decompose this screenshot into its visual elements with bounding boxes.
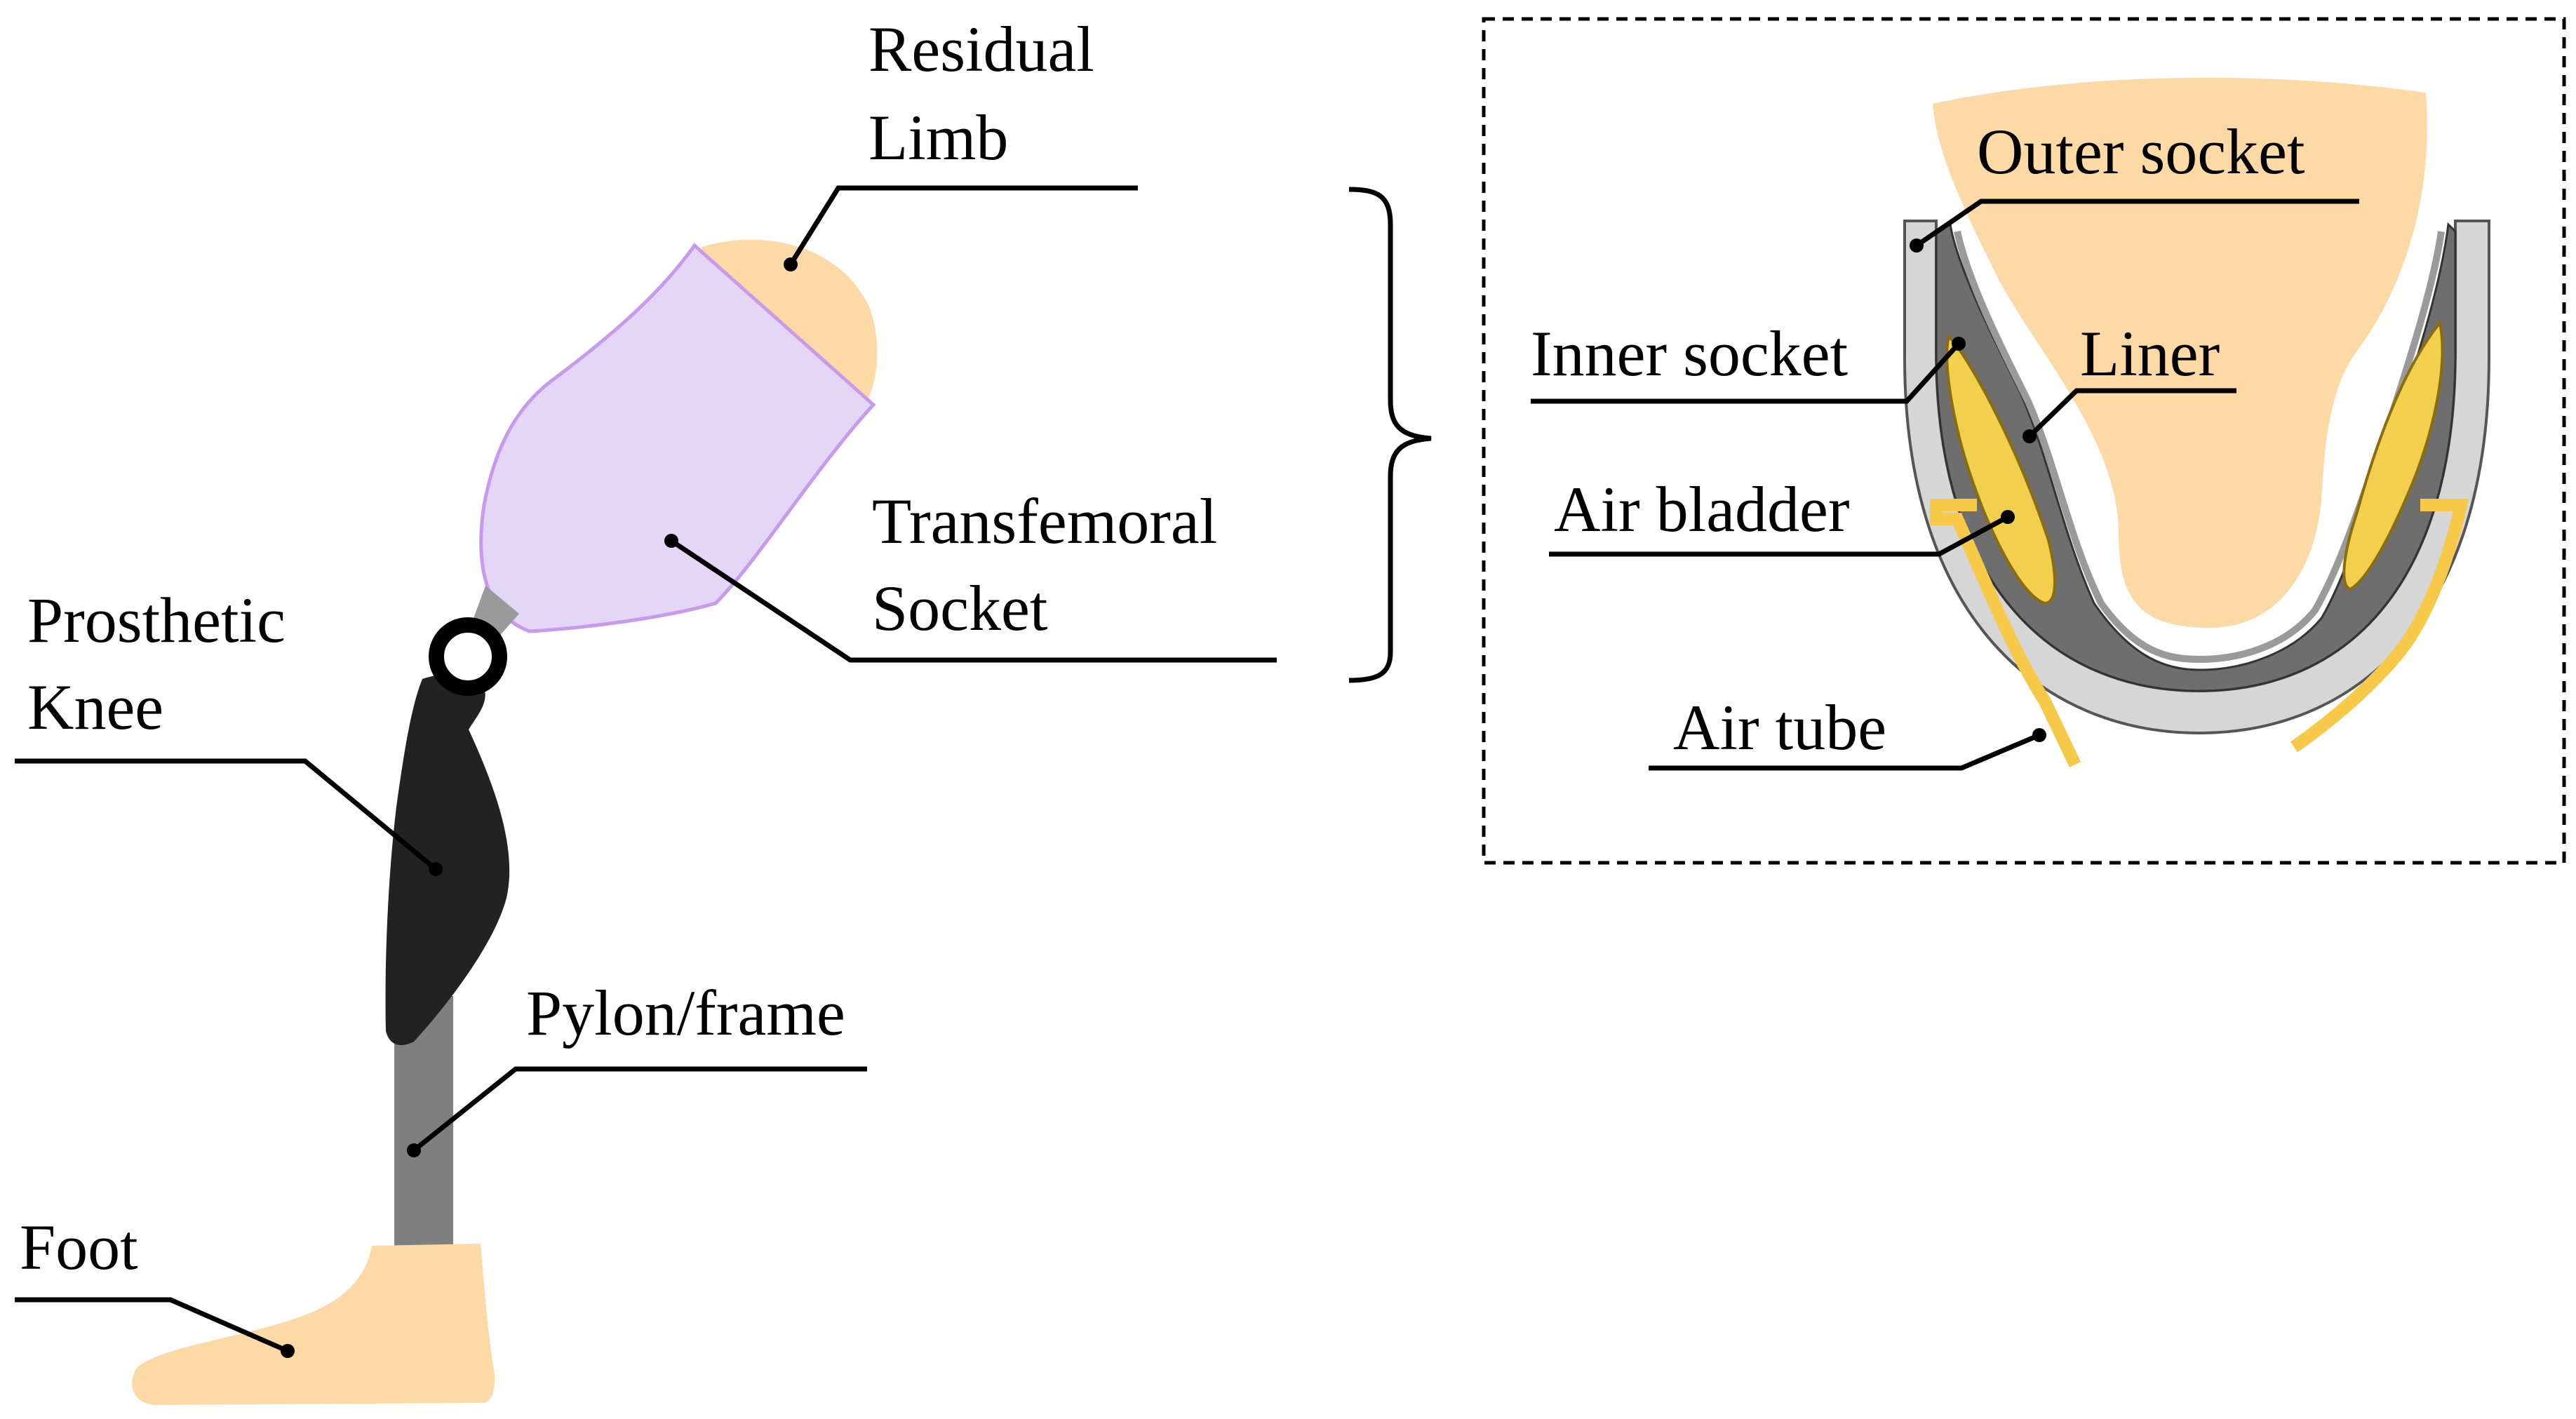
inner-socket-leader-dot xyxy=(1952,337,1966,351)
residual-limb-leader xyxy=(789,185,1138,266)
transfemoral-socket-leader xyxy=(670,539,1277,663)
air-tube-leader xyxy=(1649,732,2041,771)
pylon-leader-dot xyxy=(407,1143,421,1157)
residual-limb-label-2: Limb xyxy=(868,102,1008,173)
prosthetic-knee-leader xyxy=(15,758,438,871)
outer-socket-leader-dot xyxy=(1910,238,1924,253)
foot-label: Foot xyxy=(20,1211,138,1283)
prosthetic-knee-label: Prosthetic xyxy=(27,584,286,656)
transfemoral-socket-leader-dot xyxy=(664,534,678,548)
liner-leader xyxy=(2027,388,2236,438)
foot-leader-dot xyxy=(281,1344,295,1358)
air-bladder-leader-dot xyxy=(2001,510,2015,524)
foot xyxy=(132,1244,495,1405)
knee-joint-icon xyxy=(429,617,507,696)
air-tube-label: Air tube xyxy=(1673,692,1886,763)
prosthetic-knee xyxy=(385,674,510,1045)
liner-label: Liner xyxy=(2080,318,2220,389)
residual-limb-leader-dot xyxy=(784,257,798,271)
inset-air-bladder-left xyxy=(1945,334,2056,605)
inset-air-tube-left xyxy=(1930,499,2081,767)
transfemoral-socket-label: Transfemoral xyxy=(872,485,1217,557)
transfemoral-socket-label-2: Socket xyxy=(872,572,1048,644)
inset-residual-limb xyxy=(1933,77,2427,628)
foot-leader xyxy=(15,1297,289,1354)
curly-brace-icon xyxy=(1348,187,1432,683)
outer-socket-leader xyxy=(1915,199,2359,248)
detail-inset-border xyxy=(1482,17,2566,865)
inner-socket-leader xyxy=(1531,342,1961,404)
residual-limb-label: Residual xyxy=(868,13,1094,85)
air-tube-leader-dot xyxy=(2032,728,2046,742)
air-bladder-leader xyxy=(1549,514,2009,557)
inner-socket-label: Inner socket xyxy=(1531,318,1849,389)
pylon-leader xyxy=(412,1066,867,1152)
inset-air-tube-right xyxy=(2290,499,2469,753)
liner-leader-dot xyxy=(2022,429,2037,443)
air-bladder-label: Air bladder xyxy=(1554,473,1850,545)
prosthetic-knee-label-2: Knee xyxy=(27,671,163,743)
pylon-label: Pylon/frame xyxy=(526,977,845,1049)
outer-socket-label: Outer socket xyxy=(1977,116,2305,187)
prosthetic-knee-leader-dot xyxy=(429,862,443,876)
inset-air-bladder-right xyxy=(2342,319,2444,591)
